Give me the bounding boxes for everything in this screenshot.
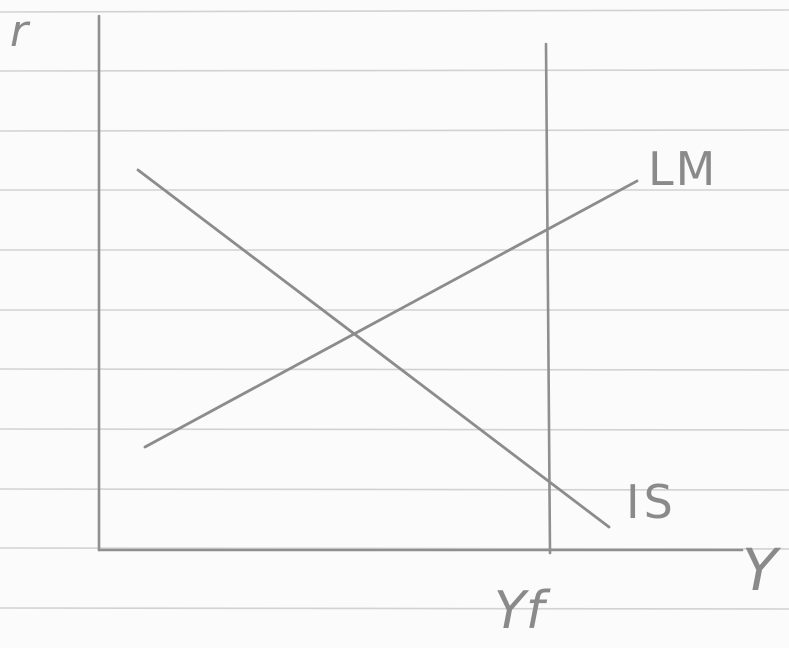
lm-curve-label: LM [648,142,717,196]
ruled-line [0,368,789,371]
yf-vertical-line [544,42,552,555]
x-axis-label: Y [742,536,782,604]
ruled-line [0,428,789,431]
ruled-line [0,607,789,610]
yf-label: Yf [494,581,551,641]
ruled-line [0,129,789,132]
is-curve-label: IS [626,475,677,529]
ruled-line [0,9,789,13]
ruled-line [0,488,789,491]
y-axis-label: r [10,6,31,57]
lm-curve [143,179,639,449]
ruled-line [0,69,789,72]
is-curve [136,168,611,529]
